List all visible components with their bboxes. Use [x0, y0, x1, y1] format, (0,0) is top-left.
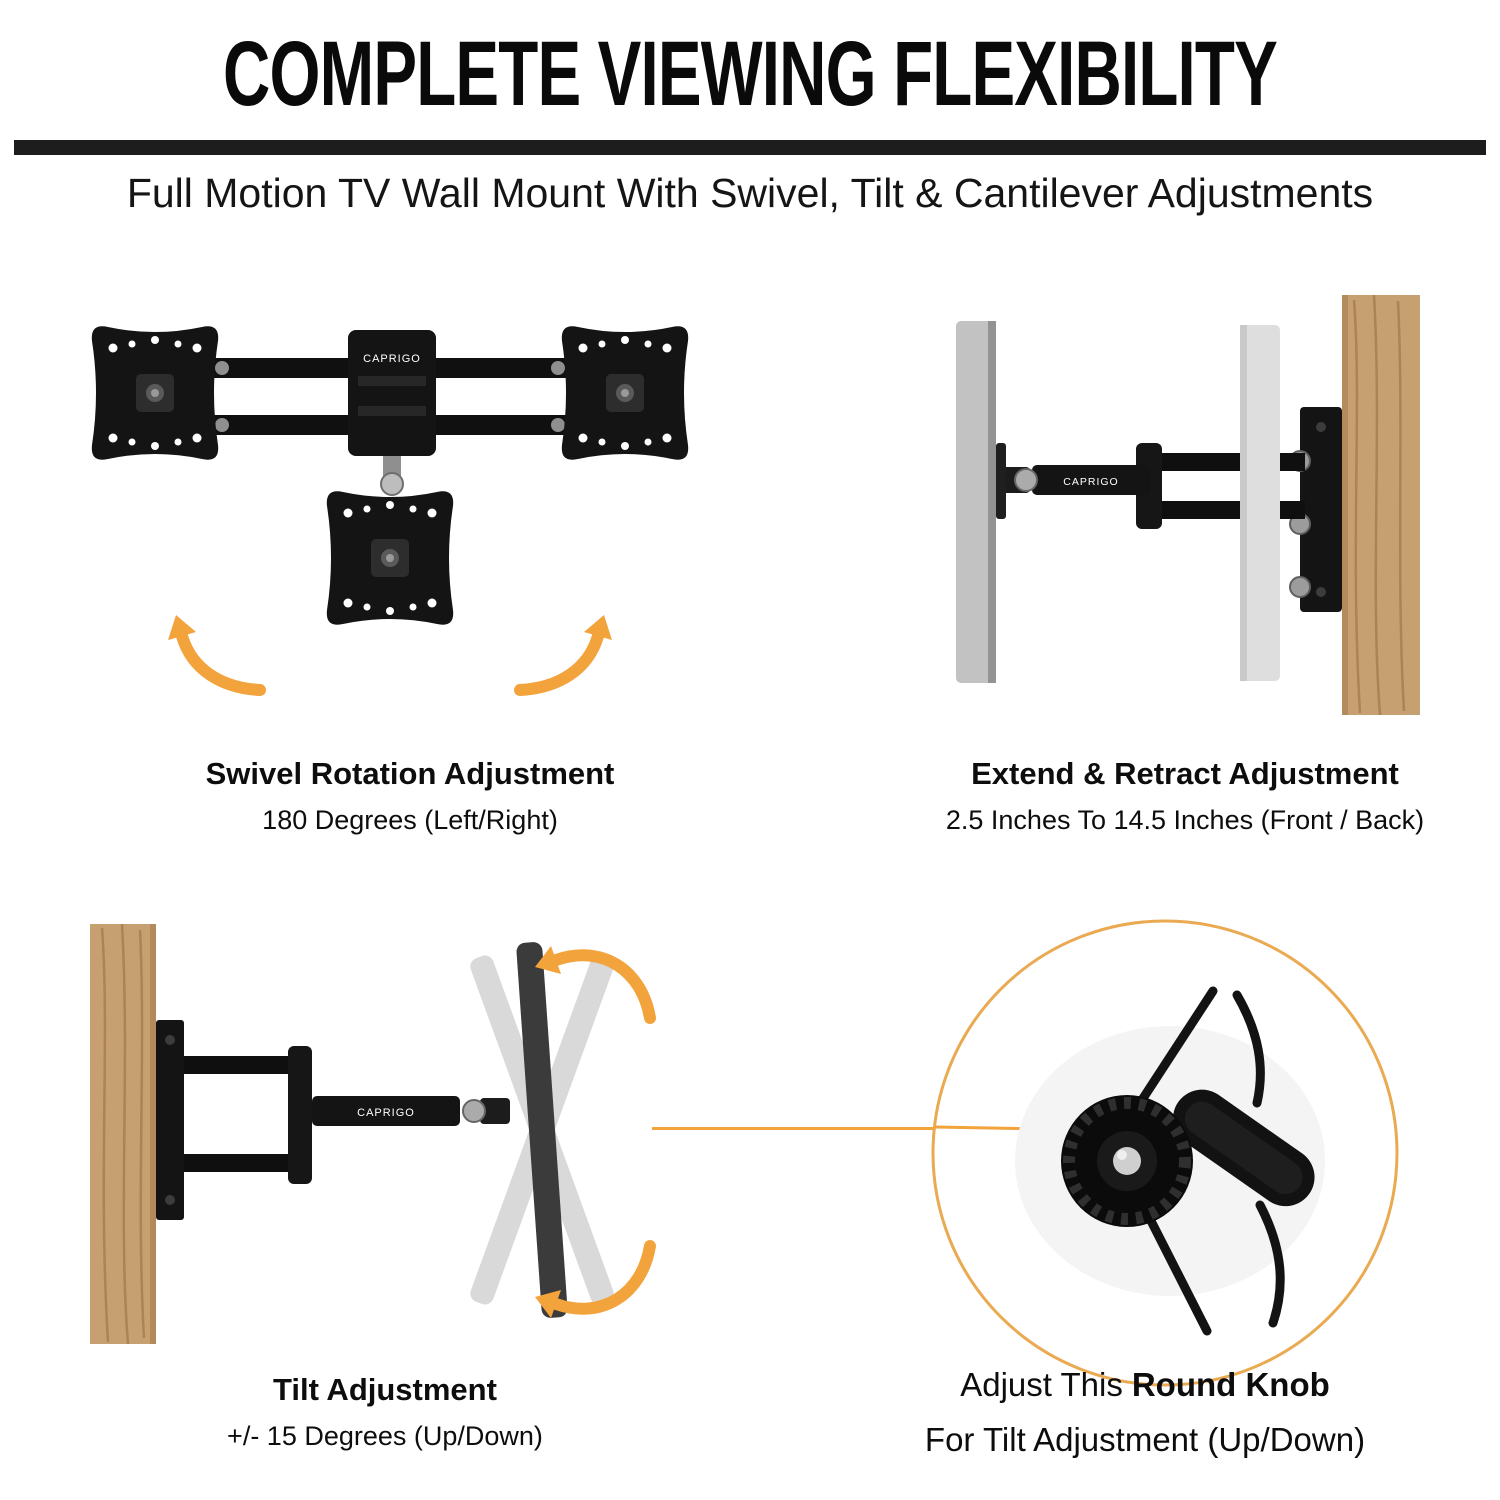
extend-illustration: CAPRIGO: [956, 295, 1420, 715]
rotate-arrow-left-icon: [168, 615, 266, 696]
wall-mount-bracket: [156, 1020, 184, 1220]
bracket-bolt: [165, 1195, 175, 1205]
tilt-arm-front: [312, 1096, 460, 1126]
tv-hinge-link: [480, 1098, 510, 1124]
swivel-pivot-joint: [380, 472, 404, 496]
bracket-bolt: [1316, 422, 1326, 432]
page-subtitle: Full Motion TV Wall Mount With Swivel, T…: [126, 170, 1374, 216]
bracket-wires: [1135, 986, 1285, 1336]
knob-instruction-bold: Round Knob: [1131, 1366, 1330, 1403]
wall-post: [1342, 295, 1420, 715]
hinge-pin: [215, 418, 229, 432]
tv-screen: [516, 942, 568, 1318]
extend-caption: Extend & Retract Adjustment 2.5 Inches T…: [865, 756, 1500, 836]
knob-detail-illustration: [931, 919, 1399, 1387]
knob-instruction-prefix: Adjust This: [960, 1366, 1123, 1403]
wall-post: [90, 923, 156, 1345]
extend-arm-lower: [1150, 501, 1305, 519]
brand-label: CAPRIGO: [363, 353, 421, 365]
swivel-caption: Swivel Rotation Adjustment 180 Degrees (…: [60, 756, 760, 836]
knob-detail-text: For Tilt Adjustment (Up/Down): [924, 1421, 1366, 1458]
tv-side-retracted: [1240, 325, 1280, 681]
rotate-arrow-right-icon: [514, 615, 612, 696]
swivel-title: Swivel Rotation Adjustment: [205, 756, 615, 791]
bracket-slot: [358, 376, 426, 386]
tilt-detail: +/- 15 Degrees (Up/Down): [227, 1421, 543, 1451]
hinge-knuckle: [1289, 576, 1311, 598]
front-hinge-pin: [462, 1099, 486, 1123]
bracket-bolt: [1316, 587, 1326, 597]
swivel-arm-right-bottom: [420, 415, 570, 435]
tilt-title: Tilt Adjustment: [273, 1372, 497, 1407]
tilt-illustration: CAPRIGO: [90, 923, 656, 1345]
vesa-plate-left: [91, 326, 219, 460]
round-knob: [1061, 1095, 1193, 1227]
swivel-arm-right-top: [420, 358, 570, 378]
bracket-bolt: [165, 1035, 175, 1045]
brand-label: CAPRIGO: [1063, 476, 1118, 488]
swivel-detail: 180 Degrees (Left/Right): [262, 805, 558, 835]
swivel-illustration: CAPRIGO: [91, 326, 689, 696]
vesa-plate-right: [561, 326, 689, 460]
vesa-plate-down: [326, 491, 454, 625]
clamp-lever: [1172, 1089, 1315, 1207]
knob-callout-line: [652, 1127, 934, 1130]
hinge-pin: [551, 418, 565, 432]
extend-detail: 2.5 Inches To 14.5 Inches (Front / Back): [945, 805, 1425, 835]
extend-arm-front: [1032, 465, 1150, 495]
brand-label: CAPRIGO: [357, 1107, 415, 1119]
tilt-arm-upper: [184, 1056, 296, 1074]
tilt-caption: Tilt Adjustment +/- 15 Degrees (Up/Down): [85, 1372, 685, 1452]
hinge-pin: [215, 361, 229, 375]
swivel-arm-left-bottom: [210, 415, 360, 435]
tilt-arrow-down-icon: [535, 1240, 656, 1318]
front-hinge-pin: [1014, 468, 1038, 492]
tilt-arm-lower: [184, 1154, 296, 1172]
extend-title: Extend & Retract Adjustment: [971, 756, 1399, 791]
wall-mount-bracket: [348, 330, 436, 456]
page-title: COMPLETE VIEWING FLEXIBILITY: [223, 21, 1278, 126]
arm-elbow-link: [288, 1046, 312, 1184]
bracket-slot: [358, 406, 426, 416]
extend-arm-upper: [1150, 453, 1305, 471]
hinge-pin: [551, 361, 565, 375]
swivel-arm-left-top: [210, 358, 360, 378]
title-divider: [14, 140, 1486, 155]
tv-side-extended: [956, 321, 1006, 683]
tilt-arrow-up-icon: [535, 946, 656, 1024]
